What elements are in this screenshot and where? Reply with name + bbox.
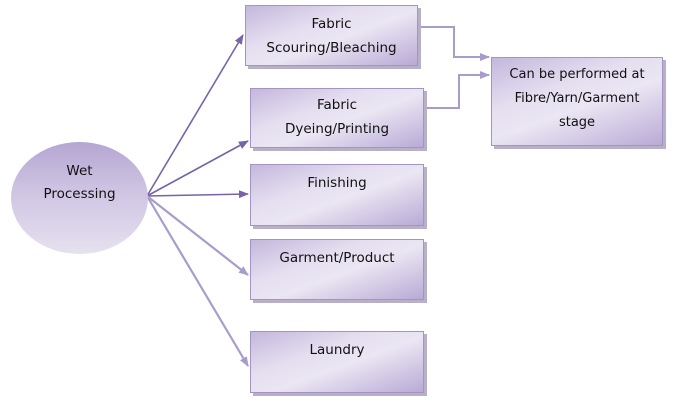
node-label-line: Dyeing/Printing: [284, 121, 390, 137]
arrow-to-finishing: [146, 190, 249, 199]
node-label-line: Garment/Product: [279, 250, 395, 266]
node-label-line: Finishing: [307, 175, 367, 191]
node-finishing: Finishing: [250, 164, 424, 226]
arrow-to-garment-product: [146, 195, 249, 276]
root-node-wet-processing: Wet Processing: [11, 142, 148, 254]
node-fabric-dyeing-printing: Fabric Dyeing/Printing: [250, 88, 424, 148]
arrow-to-laundry: [146, 195, 249, 367]
node-label-line: Fabric: [316, 97, 358, 113]
node-fabric-scouring-bleaching: Fabric Scouring/Bleaching: [245, 5, 418, 66]
root-node-label-line: Wet: [66, 163, 93, 179]
note-label-line: Fibre/Yarn/Garment: [514, 91, 640, 106]
elbow-connector-scouring-to-note: [419, 26, 490, 61]
node-fibre-yarn-garment-note: Can be performed at Fibre/Yarn/Garment s…: [491, 57, 663, 146]
node-label-line: Fabric: [311, 16, 352, 32]
node-garment-product: Garment/Product: [250, 239, 424, 300]
node-label-line: Scouring/Bleaching: [266, 40, 397, 56]
elbow-connector-dyeing-to-note: [425, 71, 490, 109]
note-label-line: stage: [558, 115, 596, 130]
arrow-to-scouring-bleaching: [146, 34, 244, 197]
node-laundry: Laundry: [250, 331, 424, 393]
node-label-line: Laundry: [309, 342, 365, 358]
root-node-label-line: Processing: [43, 186, 116, 202]
arrow-to-dyeing-printing: [146, 140, 249, 197]
note-label-line: Can be performed at: [509, 67, 645, 82]
